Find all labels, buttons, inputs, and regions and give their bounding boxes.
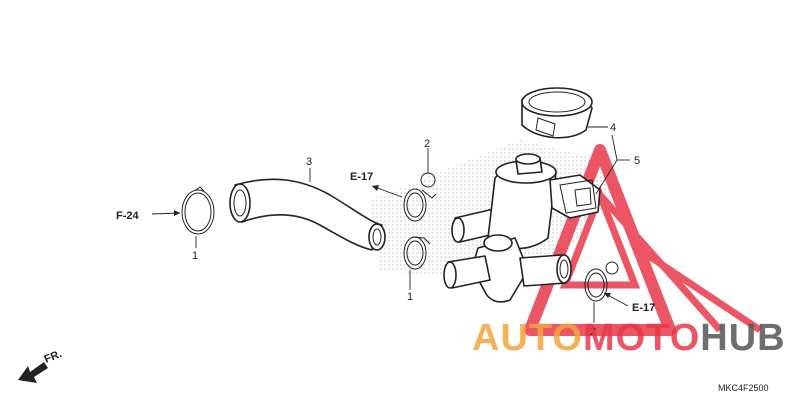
- hose-part-3: [229, 178, 386, 251]
- clamp-lower-right: [584, 261, 619, 302]
- callout-1-mid: 1: [407, 291, 413, 303]
- callout-2-top: 2: [424, 138, 430, 150]
- front-direction-label: FR.: [43, 348, 64, 366]
- callout-2-bottom: 2: [590, 326, 596, 338]
- watermark-triangle: [524, 144, 762, 336]
- watermark-part-moto: MOTO: [583, 317, 700, 359]
- cap-part-4: [521, 87, 593, 139]
- watermark-part-auto: AUTO: [472, 317, 583, 359]
- watermark-logo: AUTOMOTOHUB: [472, 317, 786, 359]
- ref-f24: F-24: [116, 210, 140, 222]
- watermark-part-hub: HUB: [700, 317, 785, 359]
- clamp-mid: [403, 236, 431, 270]
- air-valve-body: [443, 153, 601, 303]
- leader-lines: [195, 126, 630, 323]
- ref-e17-bottom: E-17: [632, 302, 655, 314]
- callout-5: 5: [634, 155, 640, 167]
- ref-e17-top: E-17: [350, 171, 373, 183]
- diagram-code: MKC4F2500: [718, 383, 769, 393]
- callout-3: 3: [306, 156, 312, 168]
- ref-arrows: [151, 185, 629, 307]
- front-direction-arrow: [18, 362, 48, 383]
- callout-1-left: 1: [192, 250, 198, 262]
- clamp-left: [181, 186, 215, 235]
- callout-4: 4: [610, 122, 616, 134]
